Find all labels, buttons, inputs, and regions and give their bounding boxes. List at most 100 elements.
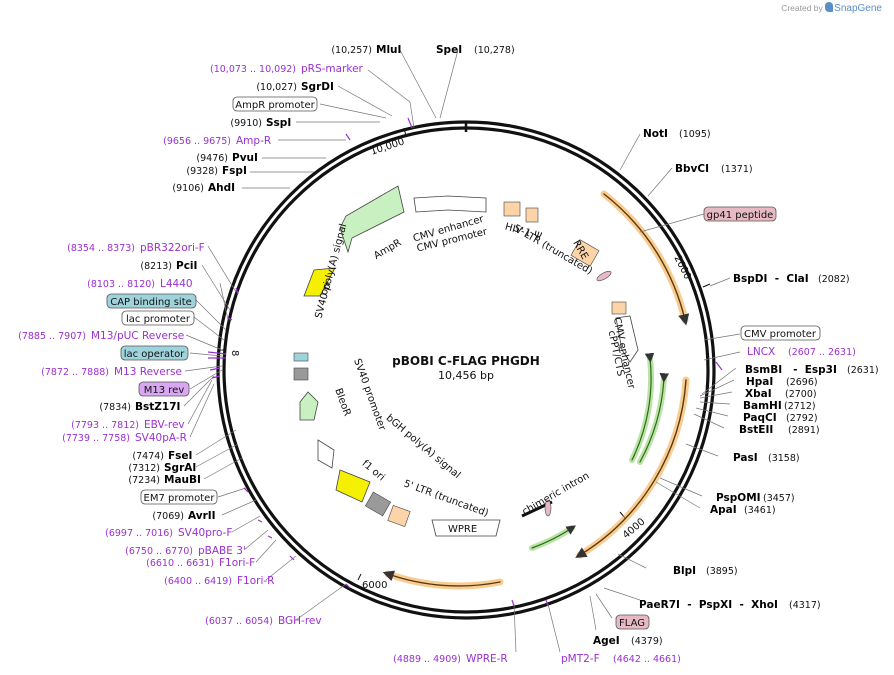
site-pos-sgrai: (7312): [128, 463, 160, 474]
plasmid-name: pBOBI C-FLAG PHGDH: [392, 354, 540, 368]
ltr3-box: [387, 505, 411, 527]
site-name-fspi: FspI: [222, 165, 247, 177]
site-name-bstz17i: BstZ17I: [135, 401, 180, 413]
primer-name-sv40pro-f: SV40pro-F: [178, 527, 232, 539]
feature-label-sv40promoter: SV40 promoter: [351, 357, 387, 433]
primer-name-sv40pa-r: SV40pA-R: [135, 432, 187, 444]
tick-2000: 2000: [671, 254, 692, 282]
orf-arc-3-line: [382, 570, 501, 587]
label-em7-promoter: EM7 promoter: [144, 493, 216, 504]
ori-arrow: [303, 267, 336, 297]
green-arc-1-line: [631, 352, 655, 461]
cppt-box: [611, 301, 627, 315]
site-pos-pasi: (3158): [768, 453, 800, 464]
em7-arrow: [317, 439, 335, 469]
primer-range-amp-r: (9656 .. 9675): [163, 136, 231, 147]
feature-label-ori: ori: [319, 281, 334, 297]
green-arc-3-line: [531, 525, 577, 549]
green-arc-2-line: [639, 372, 670, 463]
site-name-sgrdi: SgrDI: [301, 81, 334, 93]
label-box-em7-promoter: EM7 promoter: [140, 489, 218, 505]
credit-brand: SnapGene: [834, 3, 882, 14]
primer-range-lncx: (2607 .. 2631): [788, 347, 856, 358]
site-name-bsteii: BstEII: [739, 424, 773, 436]
site-name-ahdi: AhdI: [208, 182, 235, 194]
enzyme-labels-right: NotI (1095) BbvCI (1371) BspDI - ClaI (2…: [593, 128, 879, 647]
label-box-gp41-peptide: gp41 peptide: [703, 206, 777, 222]
label-cap-binding-site: CAP binding site: [110, 297, 192, 308]
primer-name-m13-puc-reverse: M13/pUC Reverse: [91, 330, 184, 342]
site-name-spei: SpeI: [436, 44, 462, 56]
feature-shapes: [293, 185, 639, 537]
plasmid-length: 10,456 bp: [438, 369, 494, 382]
site-name-pspomi: PspOMI: [716, 492, 761, 504]
f1ori-arrow: [335, 469, 371, 503]
site-pos-pcii: (8213): [140, 261, 172, 272]
label-box-flag: FLAG: [615, 614, 650, 630]
primer-labels: (10,073 .. 10,092) pRS-marker (9656 .. 9…: [18, 63, 856, 665]
label-box-cap-binding-site: CAP binding site: [106, 293, 197, 309]
site-pos-maubi: (7234): [128, 475, 160, 486]
primer-name-f1ori-f: F1ori-F: [219, 557, 255, 569]
label-box-ampr-promoter: AmpR promoter: [232, 96, 318, 112]
site-name-bspdi-clai: BspDI - ClaI: [733, 273, 809, 285]
label-ampr-promoter: AmpR promoter: [235, 100, 315, 111]
feature-label-chimeric-intron: chimeric intron: [520, 470, 591, 517]
site-name-bsmbi-esp3i: BsmBI - Esp3I: [745, 364, 837, 376]
primer-range-m13-reverse: (7872 .. 7888): [41, 367, 109, 378]
primer-name-amp-r: Amp-R: [236, 135, 271, 147]
site-pos-apai: (3461): [744, 505, 776, 516]
feature-label-bgh: bGH poly(A) signal: [384, 413, 463, 481]
primer-name-pbr322ori-f: pBR322ori-F: [140, 242, 205, 254]
primer-ticks: [207, 117, 723, 607]
enzyme-labels-left: (10,257) MluI SpeI (10,278) (10,027) Sgr…: [99, 44, 514, 522]
label-m13-rev: M13 rev: [144, 385, 185, 396]
site-name-fsei: FseI: [168, 450, 192, 462]
label-box-cmv-promoter: CMV promoter: [740, 325, 821, 341]
sv40-small-box: [293, 352, 309, 362]
credit-prefix: Created by: [781, 3, 823, 13]
primer-name-m13-reverse: M13 Reverse: [114, 366, 182, 378]
ltr5-box: [503, 201, 521, 217]
primer-name-prs-marker: pRS-marker: [301, 63, 364, 75]
sv40-grey-box: [293, 367, 309, 381]
site-pos-bstz17i: (7834): [99, 402, 131, 413]
cmv-right-arrow: [615, 315, 639, 363]
site-name-blpi: BlpI: [673, 565, 696, 577]
site-name-bamhi: BamHI: [743, 400, 782, 412]
feature-label-ltr3: 5' LTR (truncated): [402, 478, 490, 519]
site-name-pasi: PasI: [733, 452, 758, 464]
primer-name-f1ori-r: F1ori-R: [237, 575, 274, 587]
site-name-agei: AgeI: [593, 635, 620, 647]
rre-box: [570, 239, 600, 267]
site-name-apai: ApaI: [710, 504, 737, 516]
label-lac-promoter: lac promoter: [126, 314, 191, 325]
primer-range-pbabe3: (6750 .. 6770): [125, 546, 193, 557]
green-arc-3: [529, 525, 575, 551]
snapgene-credit: Created by SnapGene: [781, 2, 882, 14]
cmv-top-arrows: [413, 195, 487, 213]
label-box-m13-rev: M13 rev: [138, 381, 190, 397]
primer-range-bgh-rev: (6037 .. 6054): [205, 616, 273, 627]
site-pos-paqci: (2792): [786, 413, 818, 424]
site-name-paer7i-pspxi-xhoi: PaeR7I - PspXI - XhoI: [639, 599, 778, 611]
primer-range-wpre-r: (4889 .. 4909): [393, 654, 461, 665]
primer-range-prs-marker: (10,073 .. 10,092): [210, 64, 296, 75]
site-pos-agei: (4379): [631, 636, 663, 647]
label-flag: FLAG: [619, 618, 645, 629]
primer-name-wpre-r: WPRE-R: [466, 653, 508, 665]
primer-name-pmt2-f: pMT2-F: [561, 653, 600, 665]
site-name-pvui: PvuI: [232, 152, 258, 164]
label-box-lac-operator: lac operator: [120, 345, 189, 361]
label-box-lac-promoter: lac promoter: [121, 310, 195, 326]
site-pos-sspi: (9910): [230, 118, 262, 129]
primer-range-pbr322ori-f: (8354 .. 8373): [67, 243, 135, 254]
orf-arc-1-line: [603, 193, 690, 326]
wpre-box: [431, 519, 501, 537]
tick-8000: 8: [229, 350, 240, 356]
primer-range-ebv-rev: (7793 .. 7812): [71, 420, 139, 431]
site-pos-spei: (10,278): [474, 45, 515, 56]
primer-range-l4440: (8103 .. 8120): [87, 279, 155, 290]
site-pos-fsei: (7474): [132, 451, 164, 462]
